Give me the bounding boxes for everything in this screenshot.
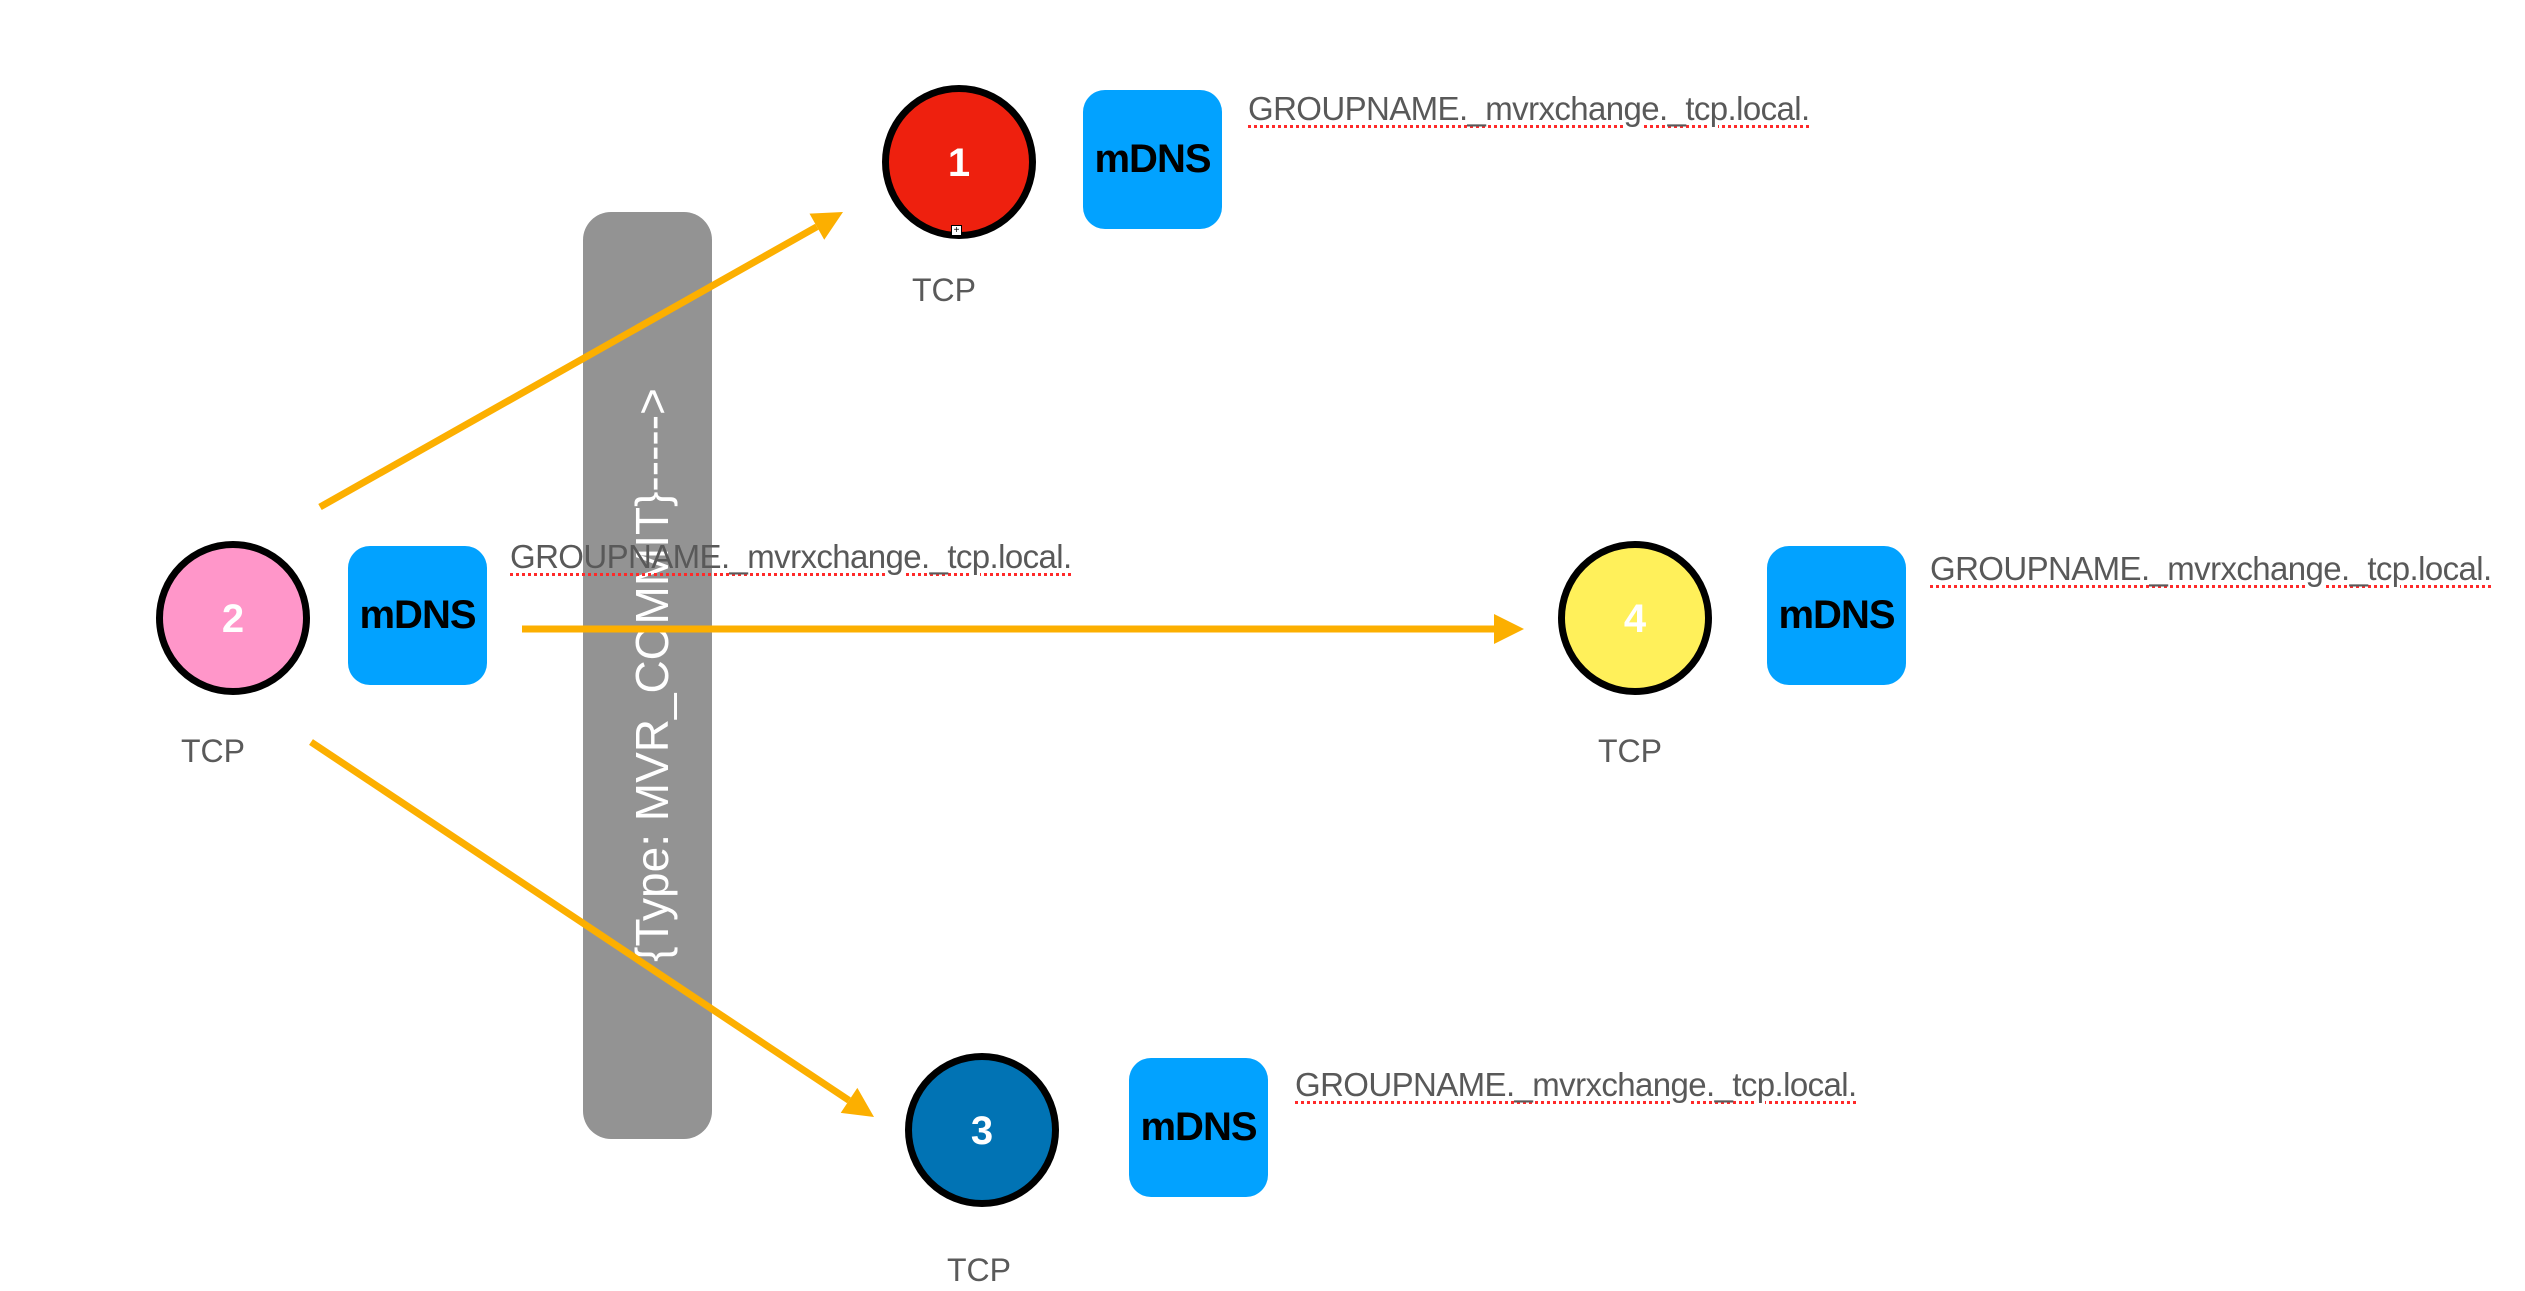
node-4-mdns-badge: mDNS (1767, 546, 1906, 685)
node-1-circle[interactable]: 1 (882, 85, 1036, 239)
node-2-mdns-badge: mDNS (348, 546, 487, 685)
node-2-service-name: GROUPNAME._mvrxchange._tcp.local. (510, 538, 1072, 575)
node-1-service-name: GROUPNAME._mvrxchange._tcp.local. (1248, 90, 1810, 127)
node-2-number: 2 (221, 596, 245, 641)
node-3-number: 3 (970, 1108, 994, 1153)
node-1-mdns-badge: mDNS (1083, 90, 1222, 229)
node-4-number: 4 (1623, 596, 1647, 641)
node-3-tcp-label: TCP (947, 1252, 1011, 1288)
node-3-service-name: GROUPNAME._mvrxchange._tcp.local. (1295, 1066, 1857, 1103)
arrowhead-2-to-4-icon (1494, 614, 1524, 644)
node-4-tcp-label: TCP (1598, 733, 1662, 769)
node-4-circle[interactable]: 4 (1558, 541, 1712, 695)
node-2-circle[interactable]: 2 (156, 541, 310, 695)
edge-2-to-1[interactable] (318, 223, 819, 511)
node-3-mdns-badge: mDNS (1129, 1058, 1268, 1197)
node-1-number: 1 (947, 140, 971, 185)
message-bar-label: {Type: MVR_COMMIT}-----> (626, 388, 678, 962)
arrowhead-2-to-3-icon (840, 1087, 874, 1117)
node-4-service-name: GROUPNAME._mvrxchange._tcp.local. (1930, 550, 2492, 587)
node-3-circle[interactable]: 3 (905, 1053, 1059, 1207)
node-1-tcp-label: TCP (912, 272, 976, 308)
connection-handle-icon[interactable]: + (951, 225, 962, 236)
node-2-tcp-label: TCP (181, 733, 245, 769)
arrowhead-2-to-1-icon (809, 212, 843, 240)
edge-2-to-3[interactable] (309, 739, 851, 1104)
